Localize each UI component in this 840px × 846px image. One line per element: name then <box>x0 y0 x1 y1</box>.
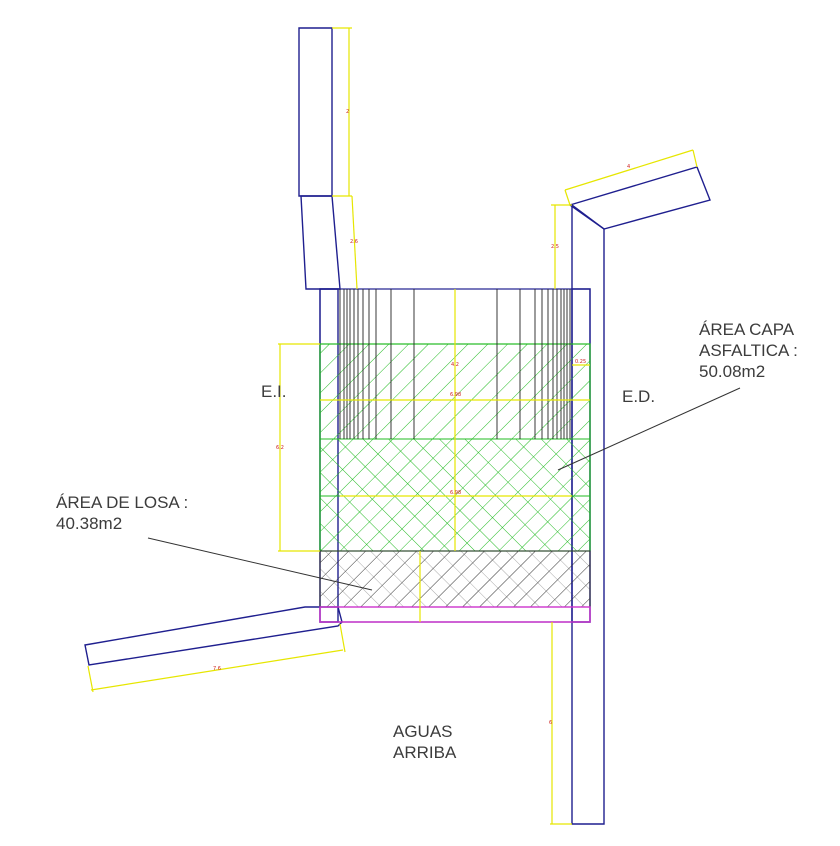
slab-area-title: ÁREA DE LOSA : <box>56 493 189 512</box>
dim-center-low: 6.98 <box>450 490 461 496</box>
dimension-lines <box>87 27 698 825</box>
dim-right-wing-bottom: 6 <box>549 720 552 726</box>
dim-right-wing-top: 4 <box>627 164 630 170</box>
dimension-texts: 2 2.6 6.2 7.6 4 2.5 0.25 6 4.2 6.98 6.98 <box>213 109 630 726</box>
transverse-lines <box>339 289 571 439</box>
dim-left-wing-top: 2 <box>346 109 349 115</box>
asphalt-area-title-2: ASFALTICA : <box>699 341 798 360</box>
dim-right-offset: 0.25 <box>575 359 586 365</box>
right-wing-label: E.D. <box>622 387 656 406</box>
upstream-label-1: AGUAS <box>393 722 453 741</box>
dim-left-wing-bottom: 7.6 <box>213 666 221 672</box>
left-wing-wall <box>84 27 343 666</box>
leader-lines <box>147 387 741 591</box>
asphalt-area-value: 50.08m2 <box>699 362 766 381</box>
dim-right-wing-mid: 2.5 <box>551 244 559 250</box>
dim-left-height: 6.2 <box>276 445 284 451</box>
left-wing-label: E.I. <box>261 382 287 401</box>
dim-left-wing-mid: 2.6 <box>350 239 358 245</box>
dim-center-top: 4.2 <box>451 362 459 368</box>
asphalt-area-title-1: ÁREA CAPA <box>699 320 795 339</box>
edge-beam <box>319 606 591 623</box>
right-wing-wall <box>568 166 711 825</box>
slab-area <box>319 550 591 608</box>
slab-area-value: 40.38m2 <box>56 514 123 533</box>
upstream-label-2: ARRIBA <box>393 743 457 762</box>
dim-center-mid: 6.98 <box>450 392 461 398</box>
